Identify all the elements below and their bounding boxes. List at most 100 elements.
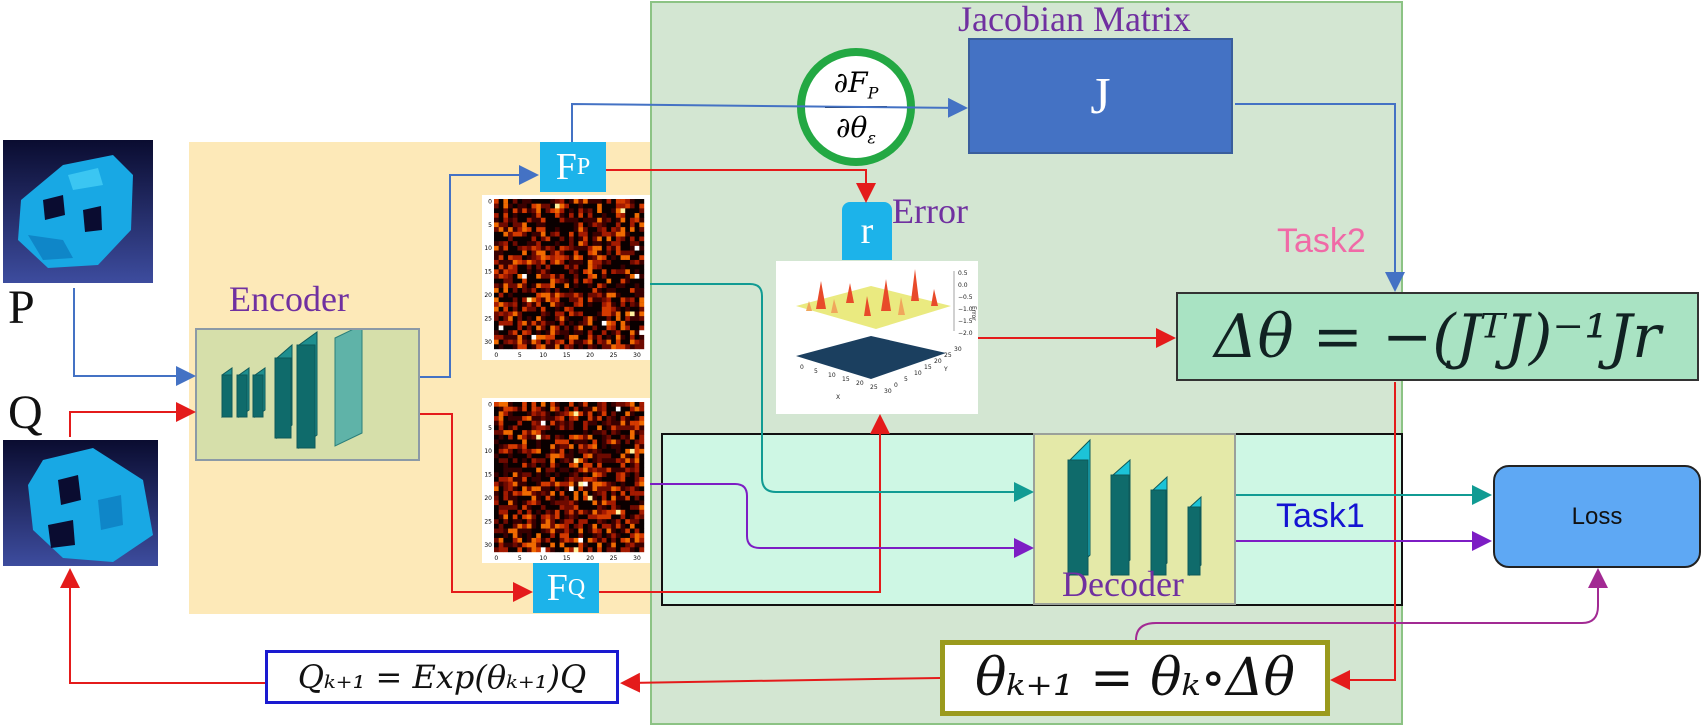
heatmap-cell [522,316,528,322]
heatmap-cell [517,222,523,228]
heatmap-cell [639,320,645,326]
heatmap-cell [606,425,612,431]
heatmap-cell [512,472,518,478]
heatmap-cell [512,434,518,440]
heatmap-cell [639,208,645,214]
heatmap-cell [573,514,579,520]
heatmap-cell [508,217,513,223]
heatmap-cell [564,462,570,468]
heatmap-cell [620,402,626,407]
heatmap-cell [512,406,518,412]
arrow-qupdate-to-q [60,568,265,684]
heatmap-cell [597,542,603,548]
heatmap-cell [569,472,574,478]
heatmap-cell [629,472,635,478]
heatmap-cell [620,444,626,450]
heatmap-cell [531,458,537,464]
heatmap-cell [531,467,537,473]
heatmap-cell [606,481,612,487]
heatmap-cell [629,509,635,515]
heatmap-cell [517,292,523,298]
heatmap-cell [634,477,640,482]
heatmap-cell [550,448,556,454]
heatmap-cell [564,491,570,496]
heatmap-cell [592,208,598,214]
heatmap-cell [498,537,504,543]
heatmap-cell [508,344,513,350]
heatmap-cell [615,514,621,520]
heatmap-cell [639,217,645,223]
heatmap-cell [498,491,504,496]
heatmap-cell [606,241,612,247]
heatmap-cell [629,297,635,303]
heatmap-cell [554,203,560,209]
y-tick: 30 [954,346,962,353]
heatmap-cell [592,199,598,204]
heatmap-cell [592,406,598,412]
heatmap-cell [578,448,584,454]
heatmap-cell [601,339,607,345]
heatmap-cell [559,542,565,548]
heatmap-cell [550,523,556,529]
heatmap-cell [564,316,570,322]
heatmap-cell [498,448,504,454]
heatmap-cell [522,264,528,270]
heatmap-cell [508,486,513,492]
heatmap-x-tick: 25 [610,352,618,359]
heatmap-cell [625,208,631,214]
heatmap-cell [620,537,626,543]
heatmap-cell [587,547,593,553]
heatmap-cell [578,264,584,270]
heatmap-cell [634,425,640,431]
heatmap-cell [554,519,560,525]
heatmap-cell [559,236,565,242]
heatmap-cell [545,514,551,520]
heatmap-cell [606,477,612,482]
heatmap-cell [592,311,598,317]
heatmap-cell [550,411,556,417]
heatmap-cell [615,500,621,506]
heatmap-y-tick: 5 [488,222,492,229]
heatmap-cell [629,241,635,247]
heatmap-cell [508,416,513,421]
heatmap-cell [620,288,626,293]
heatmap-cell [615,278,621,284]
heatmap-cell [634,402,640,407]
heatmap-cell [625,241,631,247]
heatmap-cell [498,199,504,204]
heatmap-cell [634,528,640,534]
heatmap-cell [508,439,513,445]
heatmap-cell [578,227,584,233]
heatmap-cell [592,334,598,340]
heatmap-cell [634,448,640,454]
heatmap-cell [494,537,499,543]
heatmap-cell [592,245,598,251]
heatmap-cell [620,222,626,228]
heatmap-cell [587,241,593,247]
heatmap-cell [550,486,556,492]
heatmap-cell [540,453,546,459]
heatmap-cell [573,297,579,303]
heatmap-cell [625,434,631,440]
heatmap-cell [583,306,588,312]
heatmap-cell [559,509,565,515]
heatmap-cell [540,283,546,289]
heatmap-cell [601,302,607,308]
heatmap-cell [559,250,565,256]
heatmap-cell [531,344,537,350]
heatmap-cell [536,481,542,487]
heatmap-cell [498,344,504,350]
heatmap-cell [583,402,588,407]
heatmap-cell [620,416,626,421]
heatmap-x-tick: 15 [563,352,571,359]
heatmap-cell [634,500,640,506]
heatmap-cell [569,259,574,265]
heatmap-cell [615,458,621,464]
heatmap-cell [517,477,523,482]
heatmap-cell [592,283,598,289]
heatmap-cell [540,316,546,322]
heatmap-cell [494,213,499,218]
heatmap-cell [587,458,593,464]
heatmap-cell [573,491,579,496]
heatmap-cell [526,264,532,270]
